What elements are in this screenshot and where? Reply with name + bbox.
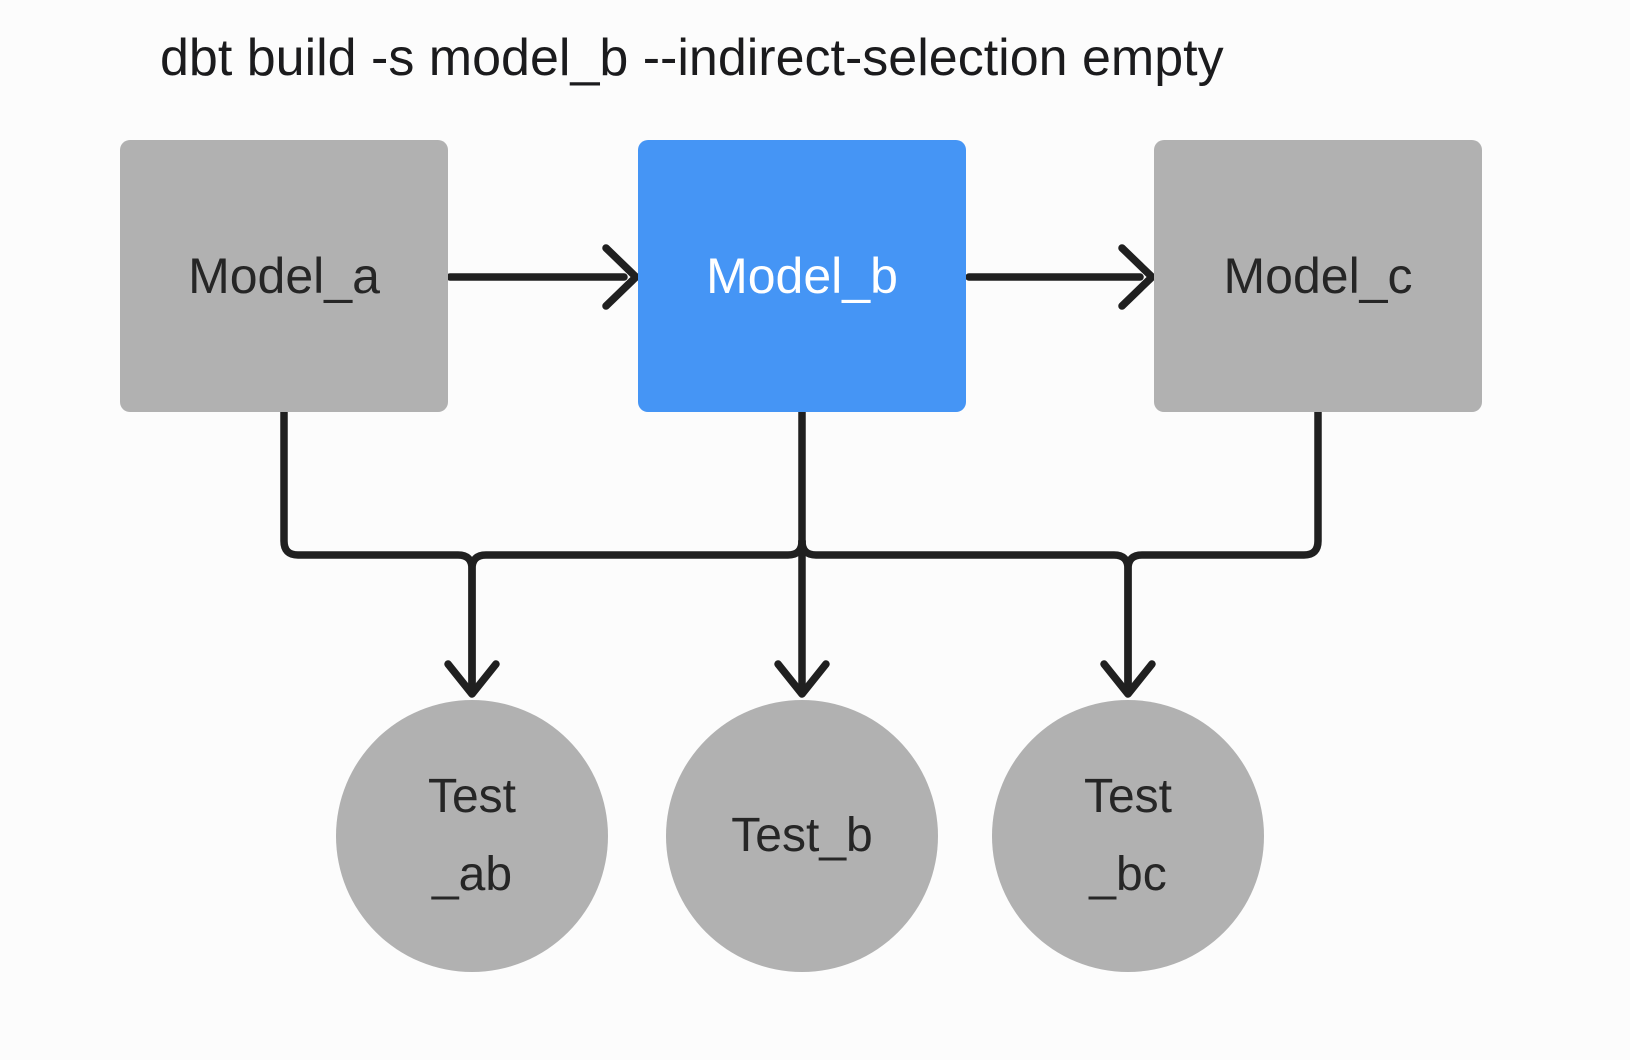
node-test-bc-label-line1: Test <box>1083 770 1173 823</box>
edge-model-c-to-test-bc <box>1124 408 1322 692</box>
node-model-c-label: Model_c <box>1223 248 1413 304</box>
edge-model-b-to-test-bc <box>798 537 1132 692</box>
node-test-b-label: Test_b <box>731 797 872 875</box>
node-test-b: Test_b <box>666 700 938 972</box>
arrowhead-right-icon <box>602 244 640 310</box>
edge-model-a-to-test-ab <box>280 408 476 692</box>
arrowhead-right-icon <box>1118 244 1156 310</box>
arrowhead-down-icon <box>774 660 830 698</box>
node-model-a: Model_a <box>120 140 448 412</box>
arrowhead-down-icon <box>1100 660 1156 698</box>
node-model-a-label: Model_a <box>188 248 380 304</box>
edge-model-b-to-test-ab <box>468 537 806 692</box>
node-test-bc: Test _bc <box>992 700 1264 972</box>
node-model-b-label: Model_b <box>706 248 898 304</box>
node-model-b: Model_b <box>638 140 966 412</box>
node-test-ab: Test _ab <box>336 700 608 972</box>
node-test-bc-label-line2: _bc <box>1089 848 1167 901</box>
node-test-ab-label-line1: Test <box>427 770 517 823</box>
node-test-b-label-line1: Test_b <box>731 809 873 862</box>
node-test-bc-label: Test _bc <box>1084 758 1172 914</box>
diagram-title: dbt build -s model_b --indirect-selectio… <box>160 29 1224 87</box>
node-test-ab-label-line2: _ab <box>431 848 513 901</box>
node-model-c: Model_c <box>1154 140 1482 412</box>
node-test-ab-label: Test _ab <box>428 758 516 914</box>
arrowhead-down-icon <box>444 660 500 698</box>
